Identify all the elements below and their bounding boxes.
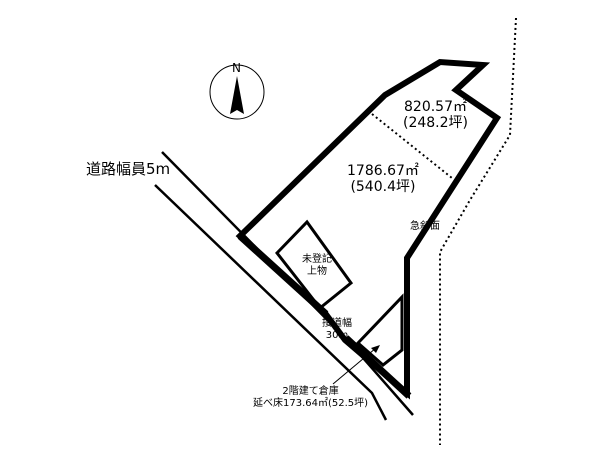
frontage-width-label: 接道幅 30m [322,318,352,341]
label-line: 30m [325,329,349,341]
steep-slope-label: 急斜面 [410,221,440,232]
road-edge-lower [154,184,388,421]
label-line: 2階建て倉庫 [282,386,339,397]
compass [209,64,265,120]
road-width-label: 道路幅員5m [86,160,171,178]
plot-tsubo: (540.4坪) [350,179,416,196]
label-line: 未登記 [302,254,332,265]
slope-boundary-dotted [439,17,517,445]
plot-divider-dotted [371,113,453,179]
plot-boundary [235,58,502,400]
plot-area-label: 820.57㎡ (248.2坪) [403,99,468,131]
warehouse-pointer-line [332,347,377,385]
plot-area: 820.57㎡ [404,99,467,115]
frontage-line-left [237,233,329,317]
compass-circle [209,64,265,120]
arrow-head-icon [371,345,380,353]
unregistered-building-label: 未登記 上物 [302,254,332,277]
north-arrow-icon [230,76,244,114]
plot-area: 1786.67㎡ [347,163,419,179]
label-line: 延べ床173.64㎡(52.5坪) [253,397,369,409]
unregistered-building-outline [275,219,354,311]
plot-area-label: 1786.67㎡ (540.4坪) [347,163,419,195]
frontage-line-right [343,335,412,399]
label-line: 接道幅 [322,318,352,329]
compass-north-label: N [232,61,241,75]
warehouse-outline [355,293,404,367]
label-line: 上物 [307,265,327,277]
warehouse-label: 2階建て倉庫 延べ床173.64㎡(52.5坪) [253,386,368,409]
plot-tsubo: (248.2坪) [403,115,469,132]
